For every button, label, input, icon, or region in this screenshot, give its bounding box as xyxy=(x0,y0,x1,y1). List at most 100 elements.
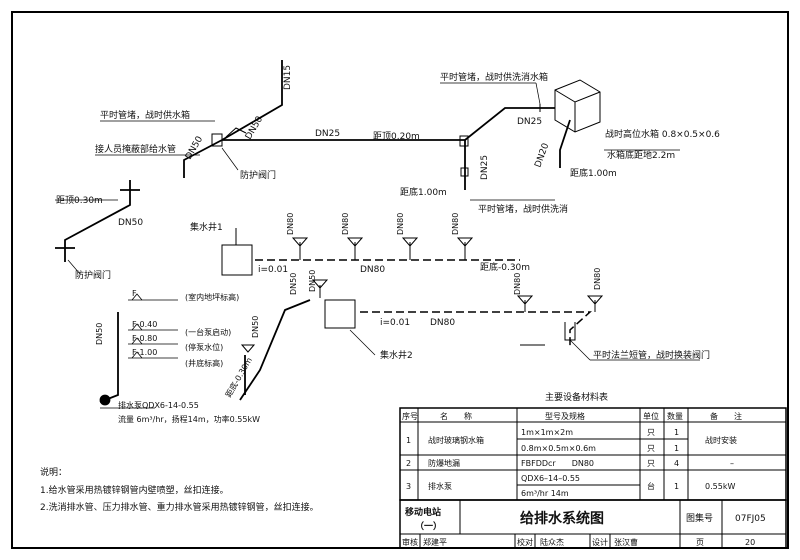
th-spec: 型号及规格 xyxy=(545,411,585,421)
left-drain-pipe xyxy=(55,180,140,262)
pump-spec-label: 流量 6m³/hr，扬程14m，功率0.55kW xyxy=(118,414,260,424)
level-f-desc: (室内地坪标高) xyxy=(185,292,239,302)
water-supply-system xyxy=(183,60,571,190)
dn25-vertical-label: DN25 xyxy=(480,155,490,180)
sump-2-box xyxy=(324,299,356,329)
dn50-label-b: DN50 xyxy=(244,115,265,142)
row2-note: – xyxy=(730,459,734,468)
tank-height-label: 水箱底距地2.2m xyxy=(607,149,675,161)
level-080-desc: (停泵水位) xyxy=(185,342,223,352)
row2-spec1: FBFDDcr DN80 xyxy=(521,459,594,468)
dn50-pipe xyxy=(183,139,223,178)
th-note: 备 注 xyxy=(710,411,742,421)
level-040: F-0.40 xyxy=(132,320,157,329)
dn50-sump-label-2: DN50 xyxy=(308,270,317,292)
sump-1-box xyxy=(221,244,253,276)
dn80-main-label-1: DN80 xyxy=(360,265,385,275)
pump-model-label: 排水泵QDX6-14-0.55 xyxy=(118,400,199,410)
row1-unit1: 只 xyxy=(647,428,655,437)
row1-spec1: 1m×1m×2m xyxy=(521,428,573,437)
dn80-main-label-2: DN80 xyxy=(430,318,455,328)
gravity-drain-line-2 xyxy=(360,311,592,348)
pressure-drain-line xyxy=(239,299,311,401)
row1-qty2: 1 xyxy=(674,444,679,453)
row2-unit1: 只 xyxy=(647,459,655,468)
dn80-label-4: DN80 xyxy=(451,213,460,235)
design-label: 设计 xyxy=(592,537,608,547)
th-qty: 数量 xyxy=(667,411,683,421)
flange-note-label: 平时法兰短管，战时换装阀门 xyxy=(593,349,710,361)
floor-drain-icon xyxy=(516,295,534,312)
row3-no: 3 xyxy=(406,482,411,491)
floor-drain-icon xyxy=(311,279,329,298)
level-f: F xyxy=(132,289,137,298)
sump-1-label: 集水井1 xyxy=(190,221,223,233)
dn25-tank-label: DN25 xyxy=(517,117,542,127)
page-label: 页 xyxy=(696,538,704,547)
pump-icon xyxy=(99,394,111,406)
valve-icon xyxy=(459,135,469,147)
reviewer-name: 郑建平 xyxy=(423,537,447,547)
water-level-marks xyxy=(99,293,178,409)
dn25-tank-pipe xyxy=(464,107,555,141)
th-unit: 单位 xyxy=(643,411,659,421)
peace-wash-label: 平时管堵，战时供洗消 xyxy=(478,203,568,215)
row3-note: 0.55kW xyxy=(705,482,735,491)
row1-unit2: 只 xyxy=(647,444,655,453)
floor-distance-label-b: 距底1.00m xyxy=(570,167,617,179)
row3-spec1: QDX6–14–0.55 xyxy=(521,474,580,483)
project-name-line2: （一） xyxy=(415,521,442,532)
supply-leaders xyxy=(95,82,680,201)
dn15-pipe xyxy=(221,60,283,141)
dn50-left-label: DN50 xyxy=(118,218,143,228)
atlas-number: 07FJ05 xyxy=(735,514,766,524)
row2-no: 2 xyxy=(406,459,411,468)
peace-supply-label: 平时管堵，战时供水箱 xyxy=(100,109,190,121)
level-100-desc: (井底标高) xyxy=(185,358,223,368)
floor-distance-label-a: 距底1.00m xyxy=(400,186,447,198)
dn80-label-5: DN80 xyxy=(513,273,522,295)
dn80-label-3: DN80 xyxy=(396,213,405,235)
floor-drain-icon xyxy=(291,237,309,260)
notes-title: 说明： xyxy=(40,466,67,478)
shelter-pipe-label: 接人员掩蔽部给水管 xyxy=(95,143,176,155)
row1-spec2: 0.8m×0.5m×0.6m xyxy=(521,444,596,453)
dn20-label: DN20 xyxy=(533,142,551,169)
dn50-label-a: DN50 xyxy=(184,135,205,162)
th-name: 名 称 xyxy=(440,411,472,421)
row1-name: 战时玻璃钢水箱 xyxy=(428,435,484,445)
dn50-sump-label: DN50 xyxy=(289,273,298,295)
protect-valve-label-a: 防护阀门 xyxy=(240,169,276,181)
floor-drains-row1 xyxy=(221,228,474,276)
row3-spec2: 6m³/hr 14m xyxy=(521,489,569,498)
sump-2-label: 集水井2 xyxy=(380,349,413,361)
row3-qty1: 1 xyxy=(674,482,679,491)
dn15-label: DN15 xyxy=(283,65,293,90)
floor-distance-label-d: 距底-0.30m xyxy=(223,355,254,399)
level-100: F-1.00 xyxy=(132,348,157,357)
dn80-label-1: DN80 xyxy=(286,213,295,235)
floor-distance-label-c: 距底-0.30m xyxy=(480,261,530,273)
dn50-vertical-label: DN50 xyxy=(95,323,104,345)
row3-name: 排水泵 xyxy=(428,481,452,491)
top-distance-label: 距顶0.20m xyxy=(373,131,420,142)
protect-valve-label-b: 防护阀门 xyxy=(75,269,111,281)
protect-valve-icon xyxy=(225,127,247,138)
high-tank-edges xyxy=(554,89,601,132)
floor-drain-icon xyxy=(456,237,474,260)
floor-drain-icon xyxy=(346,237,364,260)
row3-unit1: 台 xyxy=(647,481,655,491)
left-top-distance: 距顶0.30m xyxy=(56,195,103,206)
row2-qty1: 4 xyxy=(674,459,679,468)
valve-icon xyxy=(211,133,223,147)
dn80-label-6: DN80 xyxy=(593,268,602,290)
designer-name: 张汉曹 xyxy=(614,537,638,547)
review-label: 审核 xyxy=(402,537,418,547)
equipment-table-caption: 主要设备材料表 xyxy=(545,391,608,403)
supply-fittings xyxy=(211,79,601,177)
floor-drain-icon xyxy=(401,237,419,260)
dn20-pipe xyxy=(559,119,571,168)
notes-line-2: 2.洗消排水管、压力排水管、重力排水管采用热镀锌钢管，丝扣连接。 xyxy=(40,501,319,513)
slope-label-2: i=0.01 xyxy=(380,318,410,328)
